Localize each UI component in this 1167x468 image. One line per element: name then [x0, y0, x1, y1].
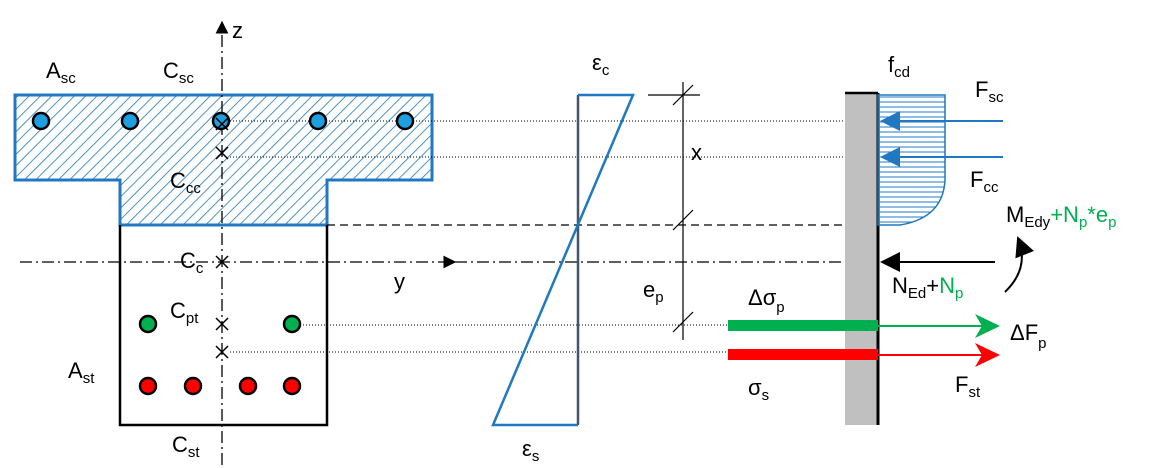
asc-label: Asc — [46, 58, 76, 87]
prestress-bar — [728, 320, 878, 331]
projection-lines — [230, 120, 845, 353]
fsc-label: Fsc — [975, 77, 1004, 106]
eps-s-label: εs — [522, 436, 539, 465]
strain-profile — [491, 93, 635, 427]
fst-label: Fst — [955, 372, 981, 401]
ep-label: ep — [643, 277, 664, 306]
bottom-bars — [138, 376, 302, 396]
dimension-line — [648, 82, 700, 340]
normal-force-label: NEd+Np — [892, 273, 963, 302]
csc-label: Csc — [163, 58, 194, 87]
cst-label: Cst — [172, 432, 200, 461]
x-label: x — [691, 140, 702, 165]
eps-c-label: εc — [592, 50, 610, 79]
ccc-label: Ccc — [170, 168, 201, 197]
moment-arrow — [1004, 236, 1034, 293]
top-bars — [31, 111, 415, 131]
grey-block — [845, 93, 878, 425]
steel-bar — [728, 349, 878, 360]
y-label: y — [394, 269, 405, 294]
fcc-label: Fcc — [970, 167, 999, 196]
fcd-label: fcd — [888, 52, 910, 81]
ast-label: Ast — [68, 358, 95, 387]
stress-block — [877, 94, 946, 226]
fst-arrowhead — [975, 343, 1000, 367]
dsigma-p-label: Δσp — [748, 285, 785, 316]
dfp-arrowhead — [975, 314, 1000, 338]
cc-label: Cc — [180, 248, 204, 277]
sigma-s-label: σs — [748, 375, 769, 404]
moment-label: MEdy+Np*ep — [1006, 202, 1116, 231]
prestress-tendons — [138, 314, 302, 334]
cpt-label: Cpt — [170, 298, 199, 327]
z-label: z — [232, 18, 243, 43]
centroid-marks — [215, 117, 229, 359]
dfp-label: ΔFp — [1010, 320, 1046, 352]
